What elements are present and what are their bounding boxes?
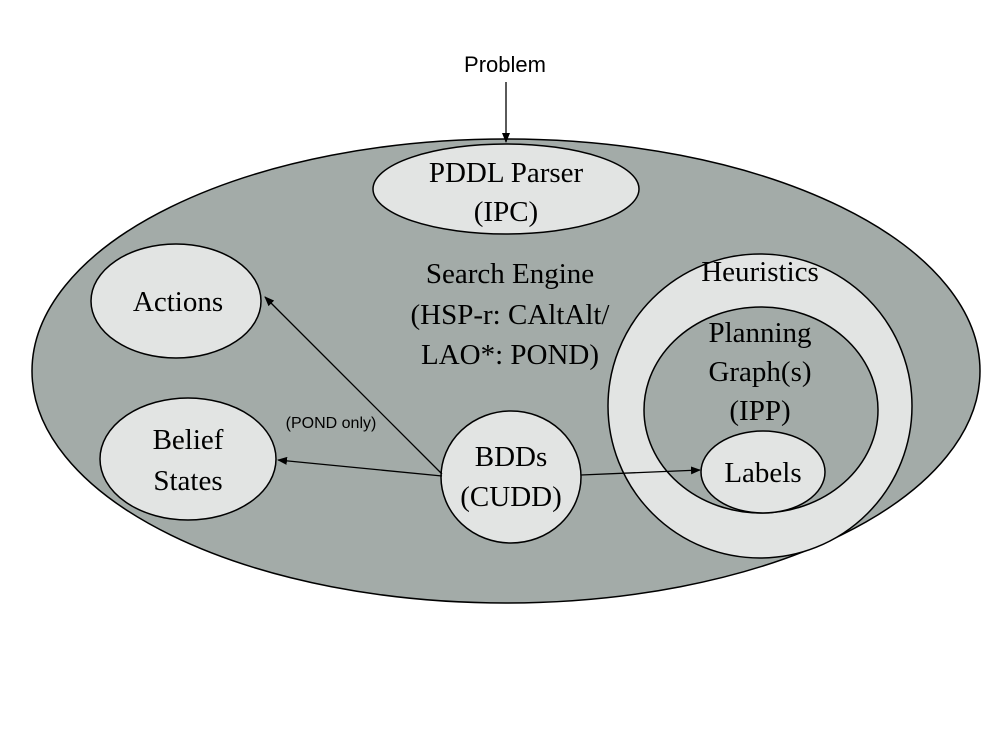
bdds-label: BDDs: [475, 441, 548, 473]
search-engine-detail-line2: LAO*: POND): [421, 339, 599, 371]
pddl-parser-source-label: (IPC): [474, 196, 538, 228]
labels-label: Labels: [724, 457, 801, 489]
bdds-to-labels-arrow: [580, 466, 701, 476]
problem-label: Problem: [464, 52, 546, 77]
pddl-parser-node: [372, 143, 640, 235]
bdds-to-belief-states-arrow: [277, 456, 443, 477]
belief-states-node: [99, 397, 277, 521]
belief-states-label-line1: Belief: [153, 424, 224, 456]
planning-graph-label-line2: Graph(s): [708, 356, 811, 388]
pond-only-note: (POND only): [286, 415, 377, 432]
search-engine-detail-line1: (HSP-r: CAltAlt/: [411, 299, 611, 331]
actions-label: Actions: [133, 286, 223, 318]
heuristics-label: Heuristics: [701, 256, 819, 288]
bdds-library-label: (CUDD): [460, 481, 562, 513]
actions-node: [90, 243, 262, 359]
search-engine-label: Search Engine: [426, 258, 594, 290]
planning-graph-label-line1: Planning: [708, 317, 811, 349]
belief-states-label-line2: States: [153, 465, 222, 497]
bdds-to-actions-arrow: [264, 296, 443, 475]
planning-graph-source-label: (IPP): [729, 395, 790, 427]
pddl-parser-label: PDDL Parser: [429, 157, 584, 189]
labels-node: [700, 430, 826, 514]
bdds-node: [440, 410, 582, 544]
